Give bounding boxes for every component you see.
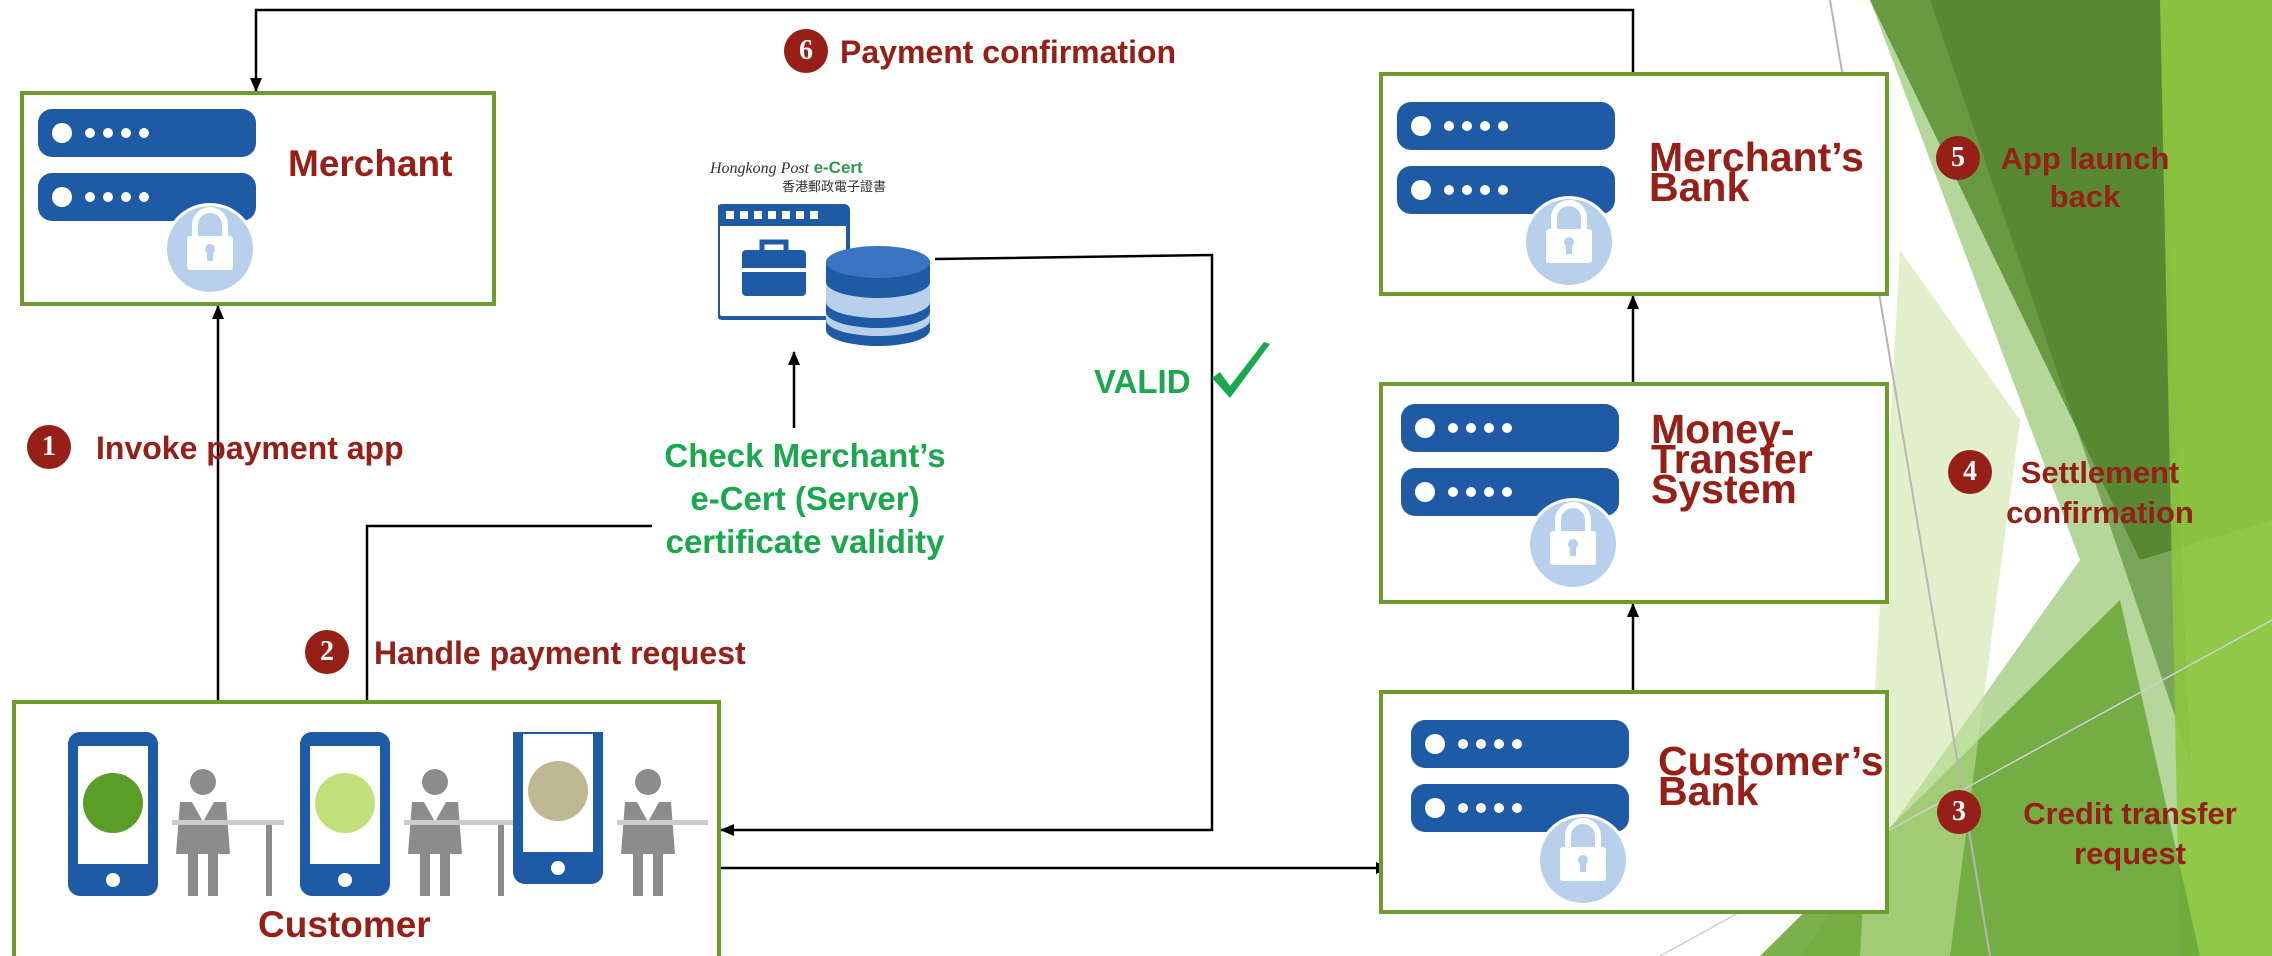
ecert-check-arrow bbox=[365, 524, 652, 700]
merchant-title: Merchant bbox=[288, 143, 453, 184]
step-2-label: Handle payment request bbox=[374, 635, 746, 671]
step-2-marker: 2 bbox=[305, 630, 349, 674]
step-1-label: Invoke payment app bbox=[96, 430, 404, 466]
step-4-marker: 4 bbox=[1948, 450, 1992, 494]
ecert-logo: Hongkong Post e-Cert 香港郵政電子證書 bbox=[710, 158, 890, 195]
step-6-marker: 6 bbox=[784, 29, 828, 73]
customer-title: Customer bbox=[258, 904, 431, 945]
valid-label: VALID bbox=[1094, 363, 1191, 400]
merchant-box: Merchant bbox=[20, 91, 496, 306]
payment-confirmation-arrow bbox=[250, 8, 1635, 92]
check-ecert-text: Check Merchant’s e-Cert (Server) certifi… bbox=[664, 437, 946, 560]
customer-devices-group bbox=[68, 732, 708, 896]
lock-icon bbox=[1537, 814, 1629, 905]
step-3-marker: 3 bbox=[1937, 790, 1981, 834]
customer-box: Customer bbox=[12, 700, 721, 956]
phone-icon bbox=[300, 732, 390, 896]
phone-icon bbox=[513, 732, 603, 884]
lock-icon bbox=[1523, 196, 1615, 287]
server-icon bbox=[1397, 102, 1615, 287]
certificate-database-icon bbox=[718, 204, 930, 346]
database-icon bbox=[826, 246, 930, 346]
server-icon bbox=[1401, 404, 1619, 589]
check-mark-icon bbox=[1212, 342, 1270, 398]
step-1-marker: 1 bbox=[27, 425, 71, 469]
person-at-desk-icon bbox=[617, 769, 708, 896]
phone-icon bbox=[68, 732, 158, 896]
lock-icon bbox=[1527, 498, 1619, 589]
step-6-label: Payment confirmation bbox=[840, 34, 1177, 70]
step-5-marker: 5 bbox=[1936, 136, 1980, 180]
ecert-brand: Hongkong Post bbox=[710, 160, 810, 177]
ecert-product: e-Cert bbox=[813, 158, 863, 177]
valid-response-arrow bbox=[720, 253, 1214, 836]
lock-icon bbox=[164, 203, 256, 294]
ecert-chinese: 香港郵政電子證書 bbox=[782, 179, 887, 194]
person-at-desk-icon bbox=[404, 769, 516, 896]
server-icon bbox=[1411, 720, 1629, 905]
server-icon bbox=[38, 109, 256, 294]
person-at-desk-icon bbox=[172, 769, 284, 896]
briefcase-icon bbox=[742, 239, 806, 296]
